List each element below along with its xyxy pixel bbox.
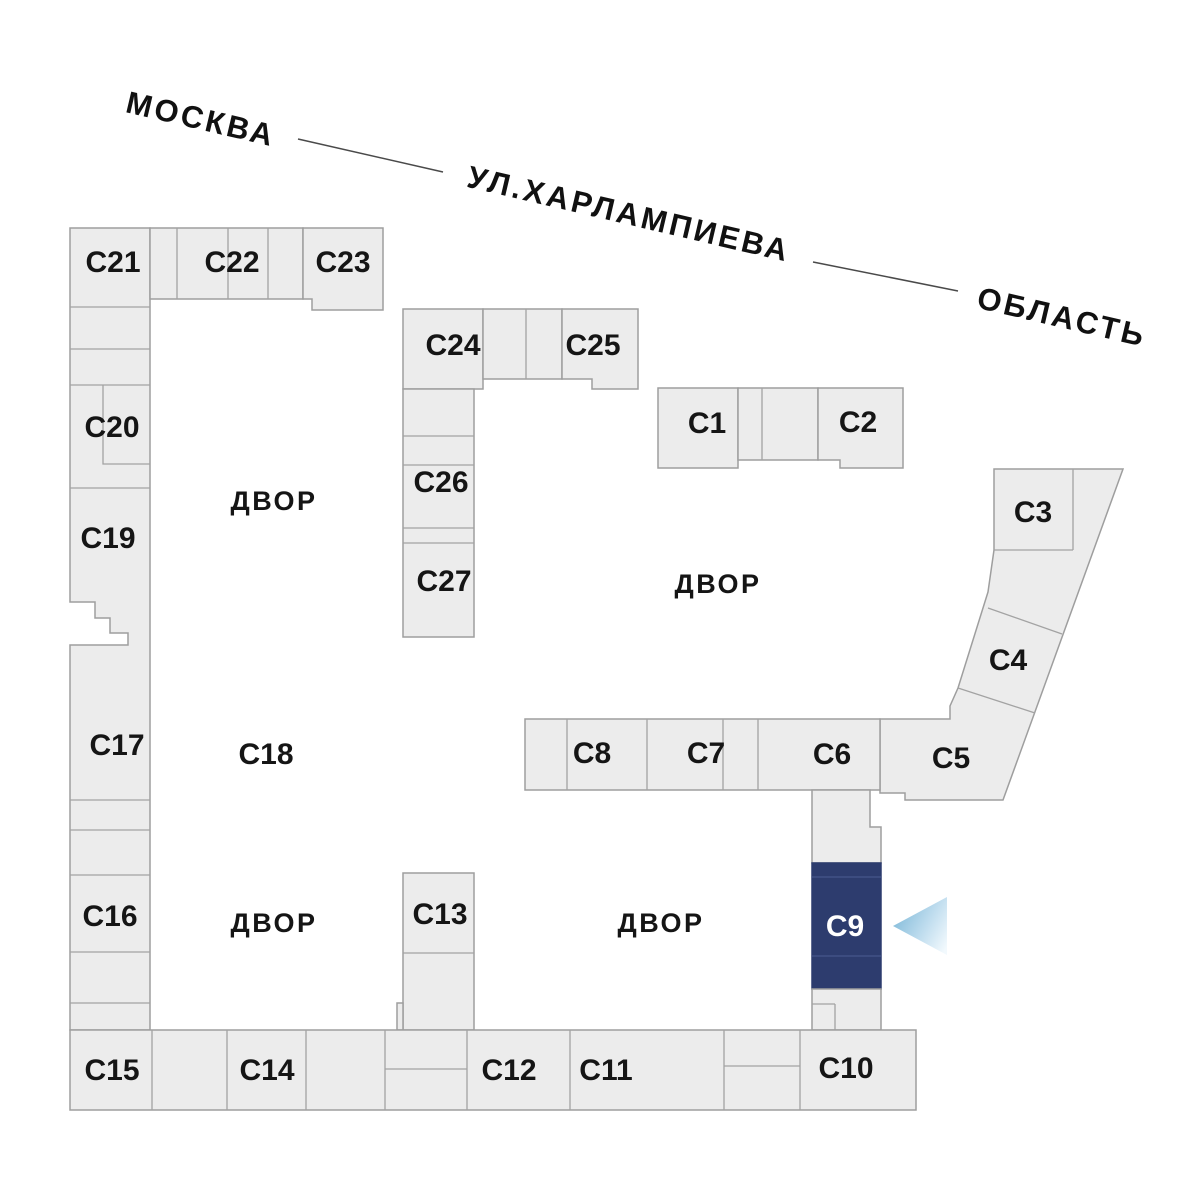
c22-section-dividers: [176, 228, 269, 299]
building-c9-label[interactable]: С9: [826, 910, 864, 943]
building-c21-label[interactable]: С21: [85, 246, 140, 279]
building-c15-label[interactable]: С15: [84, 1054, 139, 1087]
courtyard-label-top-right: ДВОР: [674, 569, 761, 599]
street-label-kharlampieva: УЛ.ХАРЛАМПИЕВА: [464, 159, 794, 269]
building-c20-label[interactable]: С20: [84, 411, 139, 444]
building-c24-label[interactable]: С24: [425, 329, 480, 362]
building-c1-label[interactable]: С1: [688, 407, 726, 440]
building-c22-label[interactable]: С22: [204, 246, 259, 279]
building-c10-label[interactable]: С10: [818, 1052, 873, 1085]
building-c5-label[interactable]: С5: [932, 742, 970, 775]
building-c19-label[interactable]: С19: [80, 522, 135, 555]
building-c12-label[interactable]: С12: [481, 1054, 536, 1087]
c26-c27-section-dividers: [403, 435, 474, 544]
building-c1-c2-section: [737, 387, 819, 461]
courtyard-label-top-left: ДВОР: [230, 486, 317, 516]
left-column-section-dividers: [70, 306, 150, 1004]
building-c13-shape[interactable]: [402, 872, 475, 1031]
building-c1-shape[interactable]: [657, 387, 739, 469]
building-c26-c27-strip-shape[interactable]: [402, 388, 475, 638]
building-c6-label[interactable]: С6: [813, 738, 851, 771]
street-line-2: [812, 261, 959, 292]
building-labels: С21 С22 С23 С24 С25 С26 С27 С20 С19 С17 …: [80, 246, 1052, 1087]
building-c23-shape[interactable]: [302, 227, 384, 311]
c9-floor-dividers: [812, 876, 881, 957]
row-section-dividers: [566, 719, 759, 790]
building-c8-label[interactable]: С8: [573, 737, 611, 770]
band-section-dividers: [957, 469, 1074, 714]
building-c18-label[interactable]: С18: [238, 738, 293, 771]
building-c9-shape[interactable]: [811, 862, 882, 990]
street-line-1: [297, 138, 444, 173]
building-c3-c4-c5-band-shape[interactable]: [879, 468, 1125, 801]
street-label-moscow: МОСКВА: [123, 85, 279, 154]
c9-lower-section-divider: [812, 1003, 836, 1030]
building-c2-label[interactable]: С2: [839, 406, 877, 439]
building-c27-label[interactable]: С27: [416, 565, 471, 598]
building-c26-label[interactable]: С26: [413, 466, 468, 499]
selected-building-arrow: [893, 897, 947, 955]
building-c9-lower-section[interactable]: [811, 988, 882, 1031]
building-c14-label[interactable]: С14: [239, 1054, 294, 1087]
building-bottom-row-shape[interactable]: [69, 1029, 917, 1111]
building-c23-label[interactable]: С23: [315, 246, 370, 279]
building-c7-label[interactable]: С7: [687, 737, 725, 770]
building-c4-label[interactable]: С4: [989, 644, 1028, 677]
building-c8-c7-c6-row-shape[interactable]: [524, 718, 881, 791]
building-c3-label[interactable]: С3: [1014, 496, 1052, 529]
courtyard-label-bottom-right: ДВОР: [617, 908, 704, 938]
building-c24-c25-section: [482, 308, 563, 380]
courtyard-labels: ДВОР ДВОР ДВОР ДВОР: [230, 486, 761, 938]
building-c13-label[interactable]: С13: [412, 898, 467, 931]
building-c25-shape[interactable]: [561, 308, 639, 390]
building-c2-shape[interactable]: [817, 387, 904, 469]
courtyard-label-bottom-left: ДВОР: [230, 908, 317, 938]
bottom-row-section-dividers: [151, 1030, 801, 1110]
building-c11-label[interactable]: С11: [579, 1054, 632, 1087]
building-c17-label[interactable]: С17: [89, 729, 144, 762]
street-label-oblast: ОБЛАСТЬ: [974, 280, 1150, 354]
building-c25-label[interactable]: С25: [565, 329, 620, 362]
building-c9-upper-section[interactable]: [811, 789, 882, 864]
c13-foot-notch: [396, 1002, 404, 1031]
building-c16-label[interactable]: С16: [82, 900, 137, 933]
